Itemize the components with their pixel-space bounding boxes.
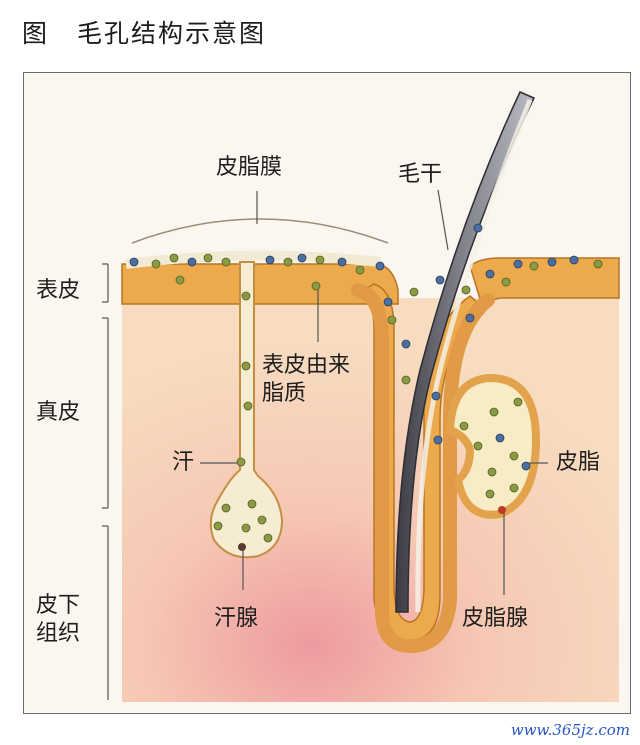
layer-bracket xyxy=(102,263,109,700)
hair-shaft-pointer xyxy=(437,189,449,251)
label-sebaceous-gland: 皮脂腺 xyxy=(462,606,529,631)
lipid-dots xyxy=(129,223,603,551)
figure-mark: 图 xyxy=(22,19,50,48)
hair-shaft xyxy=(395,91,536,613)
layer-label-epidermis: 表皮 xyxy=(36,278,81,303)
figure-title-text: 毛孔结构示意图 xyxy=(77,19,267,48)
label-sweat: 汗 xyxy=(172,450,195,475)
layer-label-subcutis: 皮下 组织 xyxy=(36,593,81,646)
label-sebum-film: 皮脂膜 xyxy=(216,155,283,180)
watermark: www.365jz.com xyxy=(470,721,630,739)
sebum-film-arc xyxy=(131,218,389,244)
layer-label-dermis: 真皮 xyxy=(36,400,81,425)
dermis-region xyxy=(122,298,619,702)
label-hair-shaft: 毛干 xyxy=(398,162,443,187)
follicle-outer-sheath xyxy=(351,283,495,654)
label-epidermal-lipid: 表皮由来 脂质 xyxy=(262,353,351,406)
hair-highlight xyxy=(415,99,533,613)
label-sweat-gland: 汗腺 xyxy=(214,606,259,631)
sebaceous-gland xyxy=(445,373,541,519)
label-sebum: 皮脂 xyxy=(556,450,601,475)
figure-title: 图毛孔结构示意图 xyxy=(22,14,266,50)
